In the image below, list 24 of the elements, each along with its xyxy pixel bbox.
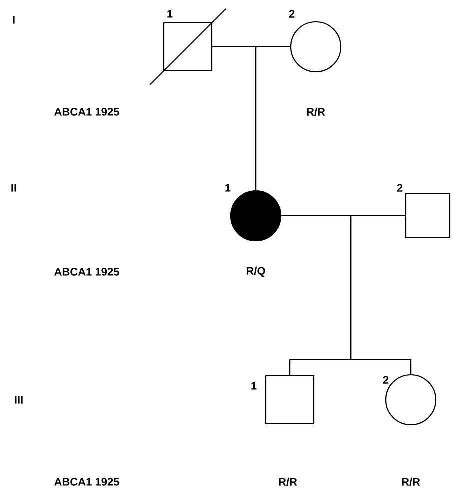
gene-label: ABCA1 1925	[54, 268, 120, 276]
generation-label: II	[12, 184, 16, 192]
individual-number: 2	[397, 184, 403, 192]
individual-number: 1	[168, 10, 173, 18]
generation-label: I	[13, 16, 15, 24]
genotype-label: R/Q	[246, 266, 266, 278]
individual-number: 2	[289, 10, 295, 18]
gene-label: ABCA1 1925	[54, 478, 120, 486]
genotype-label: R/R	[402, 478, 420, 486]
filled-circle	[230, 190, 282, 242]
individual-number: 2	[383, 376, 389, 384]
gene-label: ABCA1 1925	[54, 108, 120, 116]
male-square	[163, 22, 213, 72]
individual-number: 1	[226, 184, 231, 192]
descent-line	[350, 215, 412, 374]
individual-number: 1	[252, 382, 257, 390]
descent-line	[255, 46, 290, 190]
female-circle	[290, 21, 342, 73]
generation-label: III	[15, 396, 23, 404]
genotype-label: R/R	[307, 108, 326, 116]
male-square	[265, 375, 315, 425]
female-circle	[385, 374, 437, 426]
genotype-label: R/R	[279, 478, 298, 486]
male-square	[405, 193, 451, 239]
